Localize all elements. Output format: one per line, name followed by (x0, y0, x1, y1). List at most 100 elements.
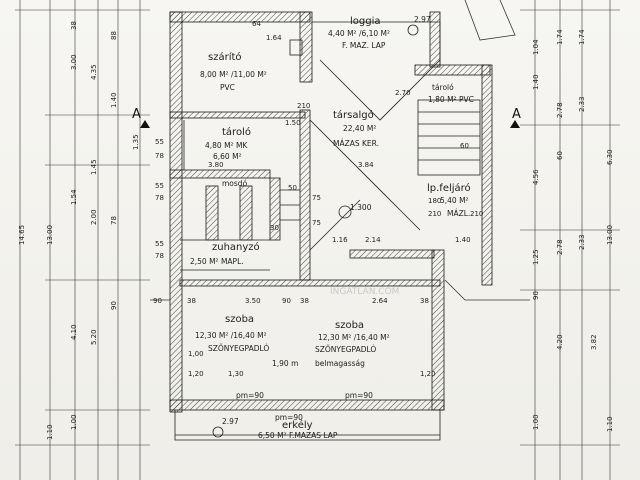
svg-text:4.20: 4.20 (556, 334, 564, 350)
svg-text:1.35: 1.35 (132, 134, 140, 150)
svg-text:2.00: 2.00 (90, 209, 98, 225)
svg-text:1.10: 1.10 (46, 424, 54, 440)
svg-text:78: 78 (155, 194, 164, 202)
room-szarito: szárító 8,00 M² /11,00 M² PVC (200, 51, 267, 92)
svg-text:3.80: 3.80 (208, 161, 224, 169)
left-dimension-lines (15, 0, 150, 480)
svg-text:78: 78 (110, 216, 118, 225)
room-area: 8,00 M² /11,00 M² (200, 70, 267, 79)
svg-text:64: 64 (252, 20, 261, 28)
svg-text:2.33: 2.33 (578, 96, 586, 112)
room-tarolo-mid: tároló 4,80 M² MK 6,60 M² (205, 126, 251, 161)
svg-text:55: 55 (155, 240, 164, 248)
room-area: 12,30 M² /16,40 M² (195, 331, 267, 340)
room-area: 12,30 M² /16,40 M² (318, 333, 390, 342)
svg-text:55: 55 (155, 138, 164, 146)
svg-text:1.40: 1.40 (110, 92, 118, 108)
svg-text:38: 38 (420, 297, 429, 305)
svg-text:60: 60 (460, 142, 469, 150)
svg-text:2.14: 2.14 (365, 236, 381, 244)
svg-text:3.82: 3.82 (590, 334, 598, 350)
svg-text:3.50: 3.50 (245, 297, 261, 305)
room-tarsalgo: társalgó 22,40 M² MÁZAS KER. (333, 109, 379, 148)
svg-text:1.16: 1.16 (332, 236, 348, 244)
room-szoba-right: szoba 12,30 M² /16,40 M² SZŐNYEGPADLÓ be… (315, 320, 390, 368)
svg-text:180: 180 (428, 197, 441, 205)
room-floor: SZŐNYEGPADLÓ (208, 344, 269, 353)
level-297-bottom: 2.97 (222, 417, 239, 426)
svg-text:1.54: 1.54 (70, 189, 78, 205)
interior-dimensions: 3.80 3.84 3.50 2.64 90 90 38 38 38 210 2… (153, 20, 483, 378)
section-mark-left: A (132, 107, 141, 122)
room-lpfeljaro: lp.feljáró 5,40 M² MÁZL. (427, 182, 471, 218)
room-name: szoba (225, 314, 254, 325)
svg-text:90: 90 (282, 297, 291, 305)
room-area: 6,50 M² F.MAZAS LAP (258, 431, 338, 440)
section-arrow-left (140, 120, 150, 128)
roof-lines (150, 0, 530, 301)
structure-lines (174, 21, 481, 441)
svg-text:4.56: 4.56 (532, 169, 540, 185)
svg-text:210: 210 (470, 210, 483, 218)
watermark: INGATLAN.COM (330, 287, 399, 297)
room-name: zuhanyzó (212, 241, 260, 253)
svg-text:30: 30 (270, 224, 279, 232)
svg-text:90: 90 (532, 291, 540, 300)
level-pm90-b: pm=90 (345, 391, 373, 400)
room-tarolo-top: tároló 1,80 M² PVC (428, 83, 474, 104)
svg-text:60: 60 (556, 151, 564, 160)
section-mark-right: A (512, 107, 521, 122)
svg-text:13.00: 13.00 (46, 225, 54, 245)
left-dimension-labels: 4.35 3.00 1.40 1.45 1.54 2.00 4.10 5.20 … (18, 21, 140, 440)
svg-text:1.04: 1.04 (532, 39, 540, 55)
svg-text:1.00: 1.00 (70, 414, 78, 430)
room-name: loggia (350, 16, 381, 27)
svg-text:2.78: 2.78 (556, 102, 564, 118)
room-name: szoba (335, 320, 364, 331)
level-pm90-a: pm=90 (236, 391, 264, 400)
svg-text:1.40: 1.40 (532, 74, 540, 90)
svg-text:1,00: 1,00 (188, 350, 204, 358)
svg-text:1.00: 1.00 (532, 414, 540, 430)
svg-text:38: 38 (300, 297, 309, 305)
room-floor: MÁZL. (447, 209, 470, 218)
svg-text:88: 88 (110, 31, 118, 40)
svg-text:14.65: 14.65 (18, 225, 26, 245)
svg-text:1,20: 1,20 (188, 370, 204, 378)
svg-text:1.74: 1.74 (556, 29, 564, 45)
right-dimension-lines (520, 0, 620, 480)
svg-text:3.00: 3.00 (70, 54, 78, 70)
room-floor: SZŐNYEGPADLÓ (315, 345, 376, 354)
right-dimension-labels: 1.04 1.74 1.74 2.78 2.33 4.56 6.30 2.78 … (532, 29, 614, 432)
room-name: mosdó (222, 179, 248, 188)
svg-text:38: 38 (187, 297, 196, 305)
room-name: erkély (282, 419, 313, 431)
room-name: tároló (432, 83, 454, 92)
level-pm90-c: pm=90 (275, 413, 303, 422)
svg-text:78: 78 (155, 152, 164, 160)
svg-text:1.25: 1.25 (532, 249, 540, 265)
room-area: 4,80 M² MK (205, 141, 248, 150)
svg-text:13.00: 13.00 (606, 225, 614, 245)
svg-text:210: 210 (428, 210, 441, 218)
svg-text:1.10: 1.10 (606, 416, 614, 432)
svg-text:2.33: 2.33 (578, 234, 586, 250)
svg-text:90: 90 (110, 301, 118, 310)
svg-text:4.35: 4.35 (90, 64, 98, 80)
room-area: 5,40 M² (440, 196, 469, 205)
room-name: tároló (222, 126, 251, 138)
svg-text:1.45: 1.45 (90, 159, 98, 175)
walls (169, 11, 493, 413)
svg-text:1,30: 1,30 (228, 370, 244, 378)
svg-text:1.40: 1.40 (455, 236, 471, 244)
svg-text:1.64: 1.64 (266, 34, 282, 42)
svg-text:90: 90 (153, 297, 162, 305)
svg-text:38: 38 (70, 21, 78, 30)
svg-text:3.84: 3.84 (358, 161, 374, 169)
room-erkely: erkély 6,50 M² F.MAZAS LAP (258, 419, 338, 440)
svg-text:2.64: 2.64 (372, 297, 388, 305)
room-name: lp.feljáró (427, 182, 471, 194)
svg-text:55: 55 (155, 182, 164, 190)
